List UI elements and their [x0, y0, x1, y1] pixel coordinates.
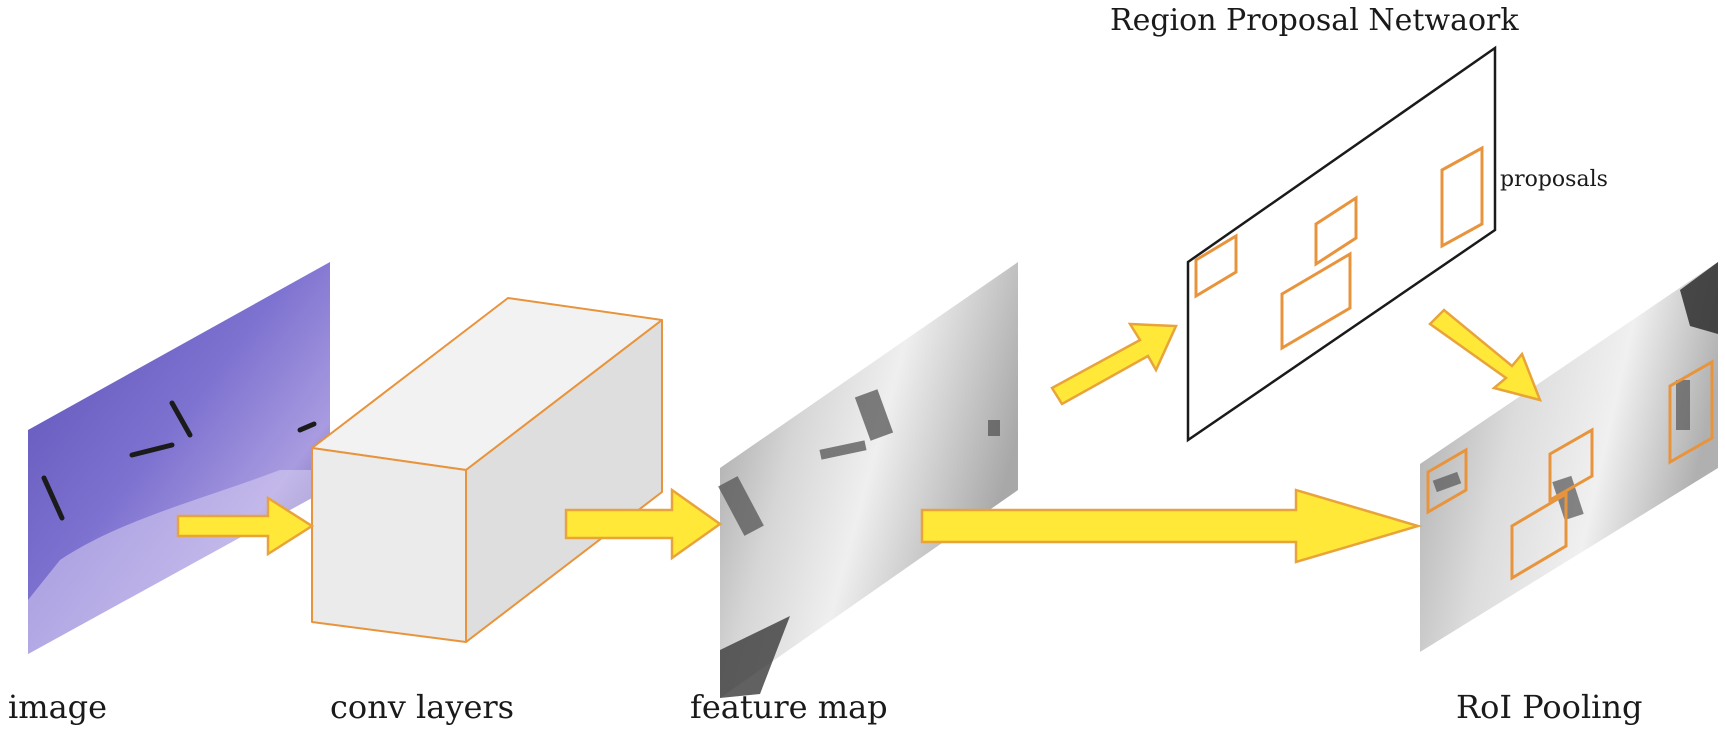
roi-boxes [1426, 359, 1714, 581]
feature-map-panel [720, 262, 1018, 698]
arrow-conv-to-featuremap [564, 487, 723, 561]
region-proposal-network [1186, 45, 1497, 443]
crystal [297, 421, 317, 433]
feature-blob [854, 389, 894, 441]
arrow-featuremap-to-rpn [1050, 322, 1178, 406]
roi-box [1426, 447, 1468, 515]
feature-map-dark-corner [720, 616, 790, 698]
crystal [41, 475, 65, 521]
roi-box [1548, 427, 1594, 503]
roi-box [1510, 491, 1568, 581]
arrow-rpn-to-roi [1428, 308, 1543, 402]
label-rpn-title: Region Proposal Netwaork [1110, 3, 1519, 38]
roi-blob [1432, 471, 1462, 493]
cube-front-face [311, 447, 467, 643]
label-image: image [8, 688, 107, 726]
roi-pooling-dark-corner [1680, 262, 1718, 334]
label-proposals: proposals [1500, 167, 1608, 192]
crystal [169, 400, 193, 438]
conv-layers-cube [311, 297, 663, 643]
arrow-image-to-conv [176, 495, 315, 557]
rpn-proposal-boxes [1194, 145, 1484, 351]
roi-pooling-panel [1420, 262, 1718, 652]
roi-blob [1676, 380, 1690, 430]
roi-blobs [1432, 380, 1690, 521]
input-image [28, 262, 330, 654]
proposal-box [1440, 145, 1484, 249]
flow-arrows [176, 308, 1543, 564]
feature-blob [988, 420, 1000, 436]
proposal-box [1280, 251, 1352, 351]
feature-map [718, 262, 1018, 698]
roi-blob [1552, 475, 1584, 521]
proposal-box [1194, 233, 1238, 299]
roi-pooling-map [1420, 262, 1718, 652]
rpn-panel [1186, 45, 1497, 443]
roi-box [1668, 359, 1714, 465]
arrow-featuremap-to-roi [920, 488, 1423, 564]
feature-blob [718, 476, 764, 536]
label-feature-map: feature map [690, 688, 888, 726]
crystal [129, 442, 175, 458]
feature-blobs [718, 389, 1000, 536]
proposal-box [1314, 195, 1358, 267]
crystal-shapes [41, 400, 317, 521]
feature-blob [819, 440, 867, 460]
label-conv-layers: conv layers [330, 688, 514, 726]
label-roi-pooling: RoI Pooling [1456, 688, 1643, 726]
